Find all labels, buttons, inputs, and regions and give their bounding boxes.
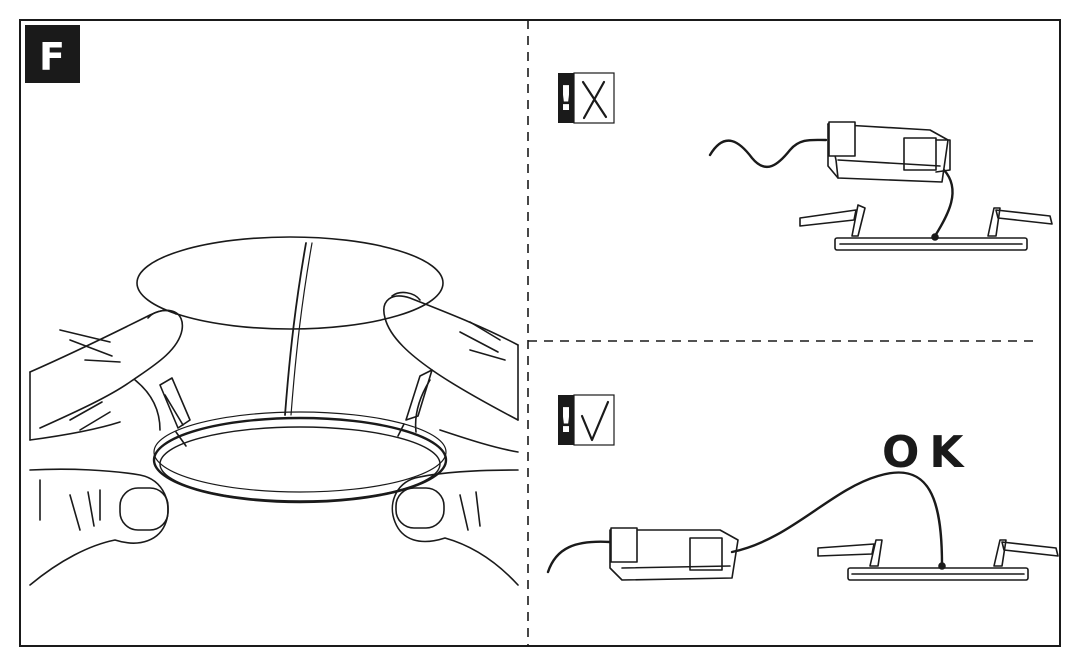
diagram-frame: [19, 19, 1061, 647]
step-letter: F: [39, 35, 65, 79]
step-badge: F: [25, 25, 80, 83]
check-icon: [580, 400, 610, 442]
spring-clip-left: [159, 377, 191, 447]
right-hand-lower: [391, 469, 519, 586]
panel-cable-right: [730, 471, 944, 567]
warning-glyph: !: [558, 401, 574, 441]
right-hand-upper: [383, 291, 519, 453]
led-panel-disc: [152, 411, 448, 504]
incorrect-example: !: [558, 72, 1053, 251]
left-hand-upper: [29, 309, 184, 441]
panel-cable-wrong: [933, 168, 954, 238]
result-label: OK: [882, 427, 974, 478]
mains-cable-wrong: [708, 138, 828, 169]
spring-clip-right: [397, 369, 433, 437]
led-panel-wrong: [799, 204, 1053, 251]
warning-icon: [558, 395, 574, 445]
led-driver-right: [609, 527, 739, 581]
led-panel-right: [817, 539, 1059, 581]
left-hand-lower: [29, 468, 169, 586]
cross-icon: [581, 80, 608, 120]
hands-installing-panel: [29, 236, 519, 586]
ceiling-cutout: [136, 236, 444, 330]
warning-icon: [558, 73, 574, 123]
led-driver-wrong: [827, 121, 951, 183]
warning-glyph: !: [558, 79, 574, 119]
panel-cable: [284, 242, 307, 416]
correct-example: ! OK: [546, 394, 1059, 581]
mains-cable-right: [546, 540, 612, 574]
incorrect-badge: !: [558, 72, 615, 124]
correct-badge: !: [558, 394, 615, 446]
